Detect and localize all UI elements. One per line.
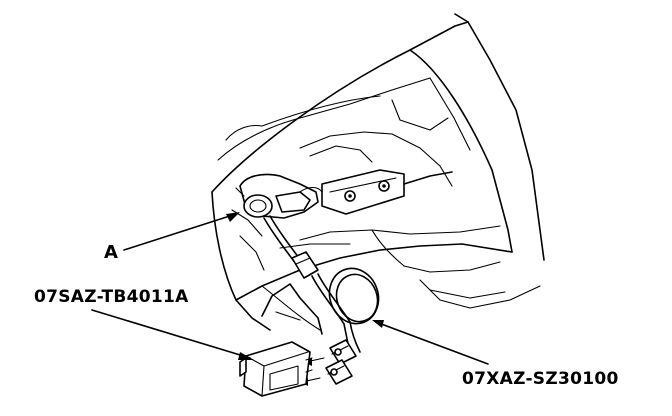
wiring-harness bbox=[263, 215, 351, 325]
cable-label: 07XAZ-SZ30100 bbox=[462, 369, 619, 389]
mounting-bracket bbox=[321, 169, 453, 215]
tool-box bbox=[239, 341, 313, 397]
tool-box-label: 07SAZ-TB4011A bbox=[34, 287, 189, 307]
vehicle-body-outline bbox=[211, 13, 545, 335]
tool-connectors bbox=[325, 339, 357, 385]
component-a-label: A bbox=[104, 242, 119, 263]
component-a-connector bbox=[235, 173, 323, 219]
coiled-cable bbox=[328, 267, 380, 353]
leader-lines bbox=[91, 212, 489, 365]
